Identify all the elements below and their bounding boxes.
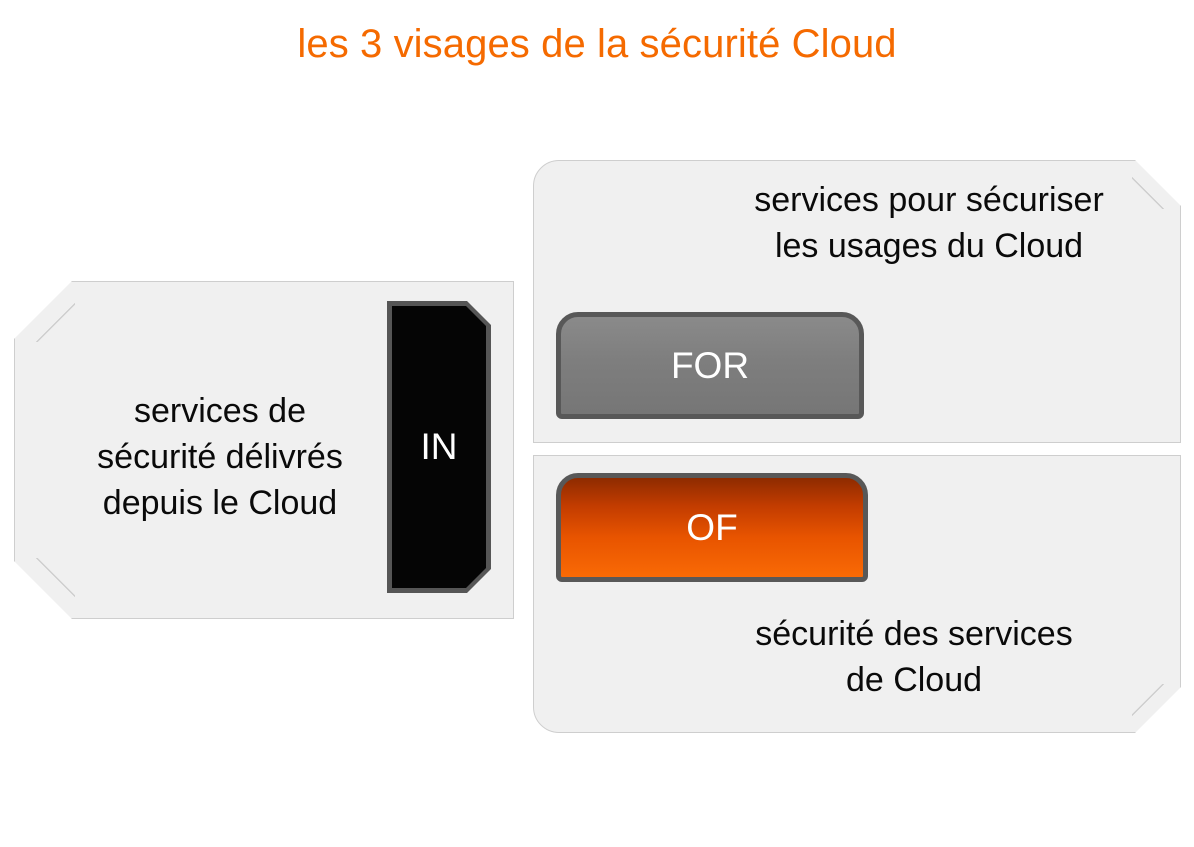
- panel-of-caption-line-2: de Cloud: [845, 661, 983, 699]
- panel-in-caption: services de sécurité délivrés depuis le …: [45, 388, 395, 526]
- panel-of-caption-line-1: sécurité des services: [755, 615, 1073, 653]
- badge-in-fill: [392, 306, 486, 588]
- panel-in-caption-line-3: depuis le Cloud: [102, 484, 338, 522]
- panel-in-caption-line-1: services de: [134, 392, 306, 430]
- panel-for-caption: services pour sécuriser les usages du Cl…: [684, 177, 1174, 269]
- badge-for[interactable]: FOR: [556, 312, 864, 419]
- page-title: les 3 visages de la sécurité Cloud: [297, 22, 897, 66]
- panel-for-caption-line-1: services pour sécuriser: [754, 181, 1104, 219]
- panel-for-caption-line-2: les usages du Cloud: [774, 227, 1084, 265]
- badge-in[interactable]: IN: [387, 301, 491, 593]
- panel-in-caption-line-2: sécurité délivrés: [97, 438, 343, 476]
- badge-of[interactable]: OF: [556, 473, 868, 582]
- badge-of-label: OF: [686, 506, 738, 548]
- panel-of-caption: sécurité des services de Cloud: [669, 611, 1159, 703]
- badge-in-label: IN: [420, 426, 458, 467]
- badge-for-label: FOR: [670, 344, 750, 386]
